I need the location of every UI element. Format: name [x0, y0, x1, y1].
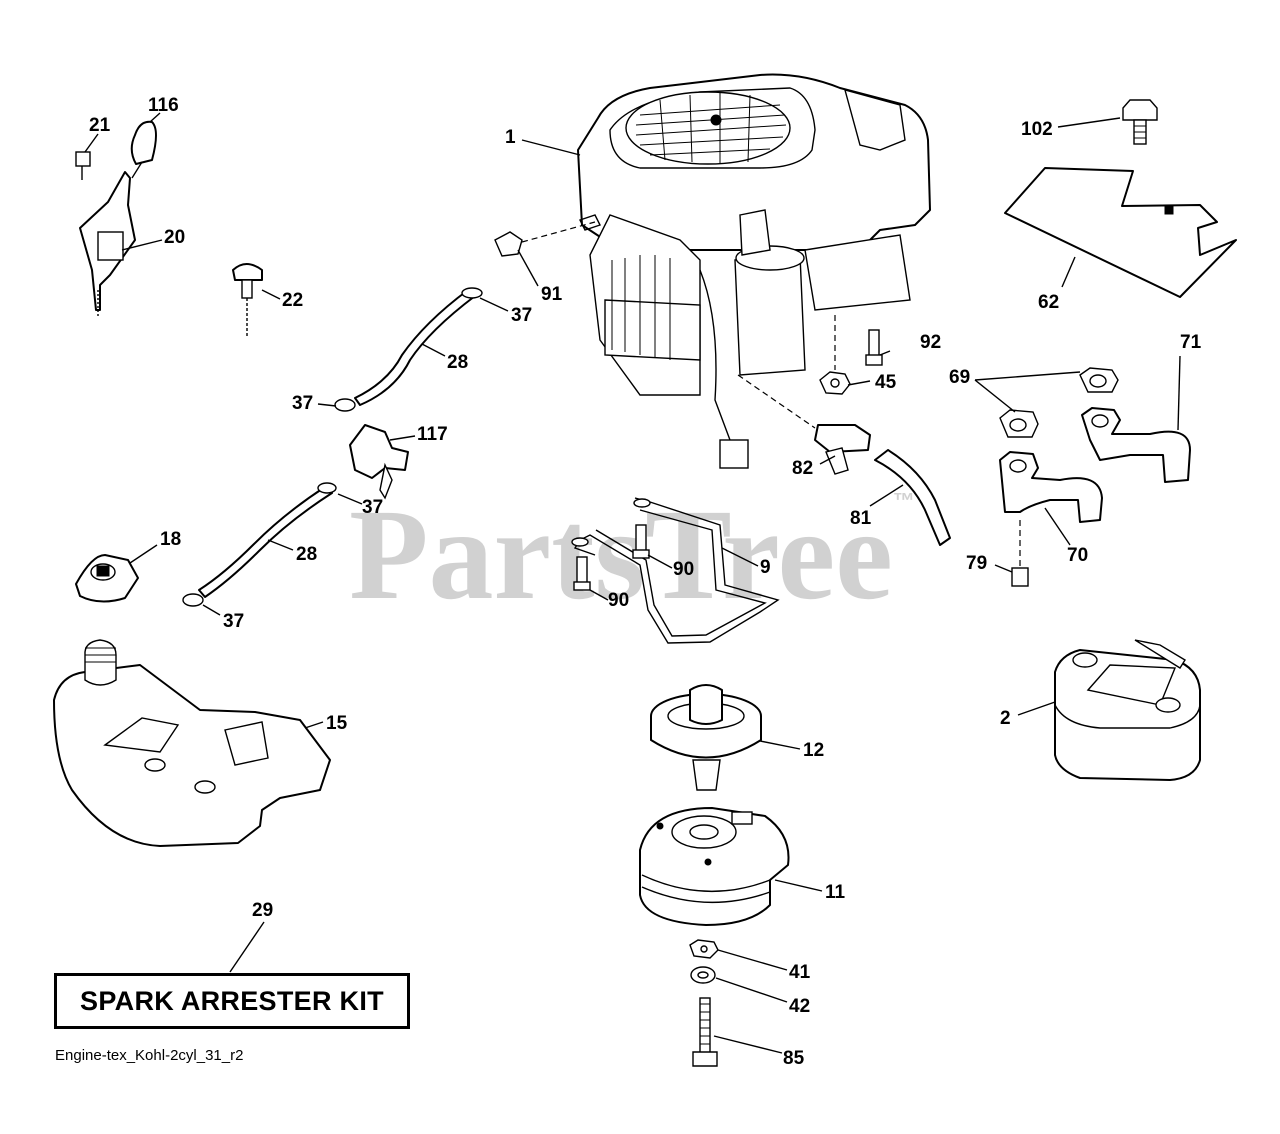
part-92-bolt — [865, 329, 883, 366]
label-21: 21 — [89, 115, 111, 136]
label-92: 92 — [920, 332, 941, 353]
label-41: 41 — [789, 962, 811, 983]
label-62: 62 — [1038, 292, 1059, 313]
label-12: 12 — [803, 740, 824, 761]
part-116-knob — [130, 120, 157, 179]
label-45: 45 — [875, 372, 897, 393]
label-82: 82 — [792, 458, 813, 479]
part-2-muffler — [1054, 639, 1201, 781]
label-37-a: 37 — [511, 305, 532, 326]
engine-drawing — [577, 73, 931, 469]
label-117: 117 — [417, 424, 448, 445]
label-42: 42 — [789, 996, 810, 1017]
label-102: 102 — [1021, 119, 1053, 140]
label-69: 69 — [949, 367, 970, 388]
label-9: 9 — [760, 557, 771, 578]
part-79-bolt — [1011, 520, 1029, 587]
part-labels: 1 2 9 11 12 15 18 20 21 22 28 28 29 37 3… — [89, 95, 1202, 1069]
label-2: 2 — [1000, 708, 1011, 729]
part-12-pulley — [650, 684, 762, 791]
spark-arrester-kit-box: SPARK ARRESTER KIT — [54, 973, 410, 1029]
spark-arrester-kit-label: SPARK ARRESTER KIT — [80, 985, 384, 1016]
part-62-plate — [1004, 167, 1237, 298]
label-28-lower: 28 — [296, 544, 317, 565]
part-85-bolt — [692, 997, 718, 1067]
label-1: 1 — [505, 127, 516, 148]
label-91: 91 — [541, 284, 563, 305]
label-29: 29 — [252, 900, 273, 921]
label-81: 81 — [850, 508, 872, 529]
part-42-washer — [690, 966, 716, 984]
part-9-bracket — [571, 497, 780, 644]
label-70: 70 — [1067, 545, 1088, 566]
part-71-pipe — [1081, 407, 1191, 483]
label-20: 20 — [164, 227, 185, 248]
diagram-reference-code: Engine-tex_Kohl-2cyl_31_r2 — [55, 1047, 244, 1064]
part-28-hose-upper — [334, 287, 483, 412]
label-37-c: 37 — [362, 497, 383, 518]
label-37-b: 37 — [292, 393, 313, 414]
part-69-gaskets — [999, 367, 1119, 438]
part-18-fuel-cap — [75, 554, 139, 603]
part-41-washer — [689, 939, 719, 959]
label-79: 79 — [966, 553, 987, 574]
part-117-valve — [349, 424, 409, 500]
label-71: 71 — [1180, 332, 1202, 353]
part-81-hose — [874, 449, 951, 546]
label-22: 22 — [282, 290, 303, 311]
part-91-clamp — [494, 221, 596, 257]
part-70-pipe — [999, 451, 1103, 523]
label-28-upper: 28 — [447, 352, 468, 373]
leader-lines — [84, 112, 1181, 1054]
part-28-hose-lower — [182, 482, 337, 607]
part-102-screw — [1122, 99, 1158, 145]
label-37-d: 37 — [223, 611, 244, 632]
label-90-a: 90 — [673, 559, 694, 580]
part-21-knob — [75, 151, 91, 180]
label-90-b: 90 — [608, 590, 629, 611]
part-11-clutch — [639, 807, 790, 926]
label-85: 85 — [783, 1048, 805, 1069]
part-20-throttle-bracket — [79, 171, 136, 318]
part-82-filter — [737, 374, 871, 475]
label-15: 15 — [326, 713, 348, 734]
part-15-fuel-tank — [53, 639, 331, 847]
part-90-bolts — [573, 524, 650, 591]
label-18: 18 — [160, 529, 181, 550]
label-116: 116 — [148, 95, 179, 116]
part-45-nut — [819, 315, 851, 395]
label-11: 11 — [825, 882, 846, 903]
part-22-plug — [232, 263, 263, 338]
